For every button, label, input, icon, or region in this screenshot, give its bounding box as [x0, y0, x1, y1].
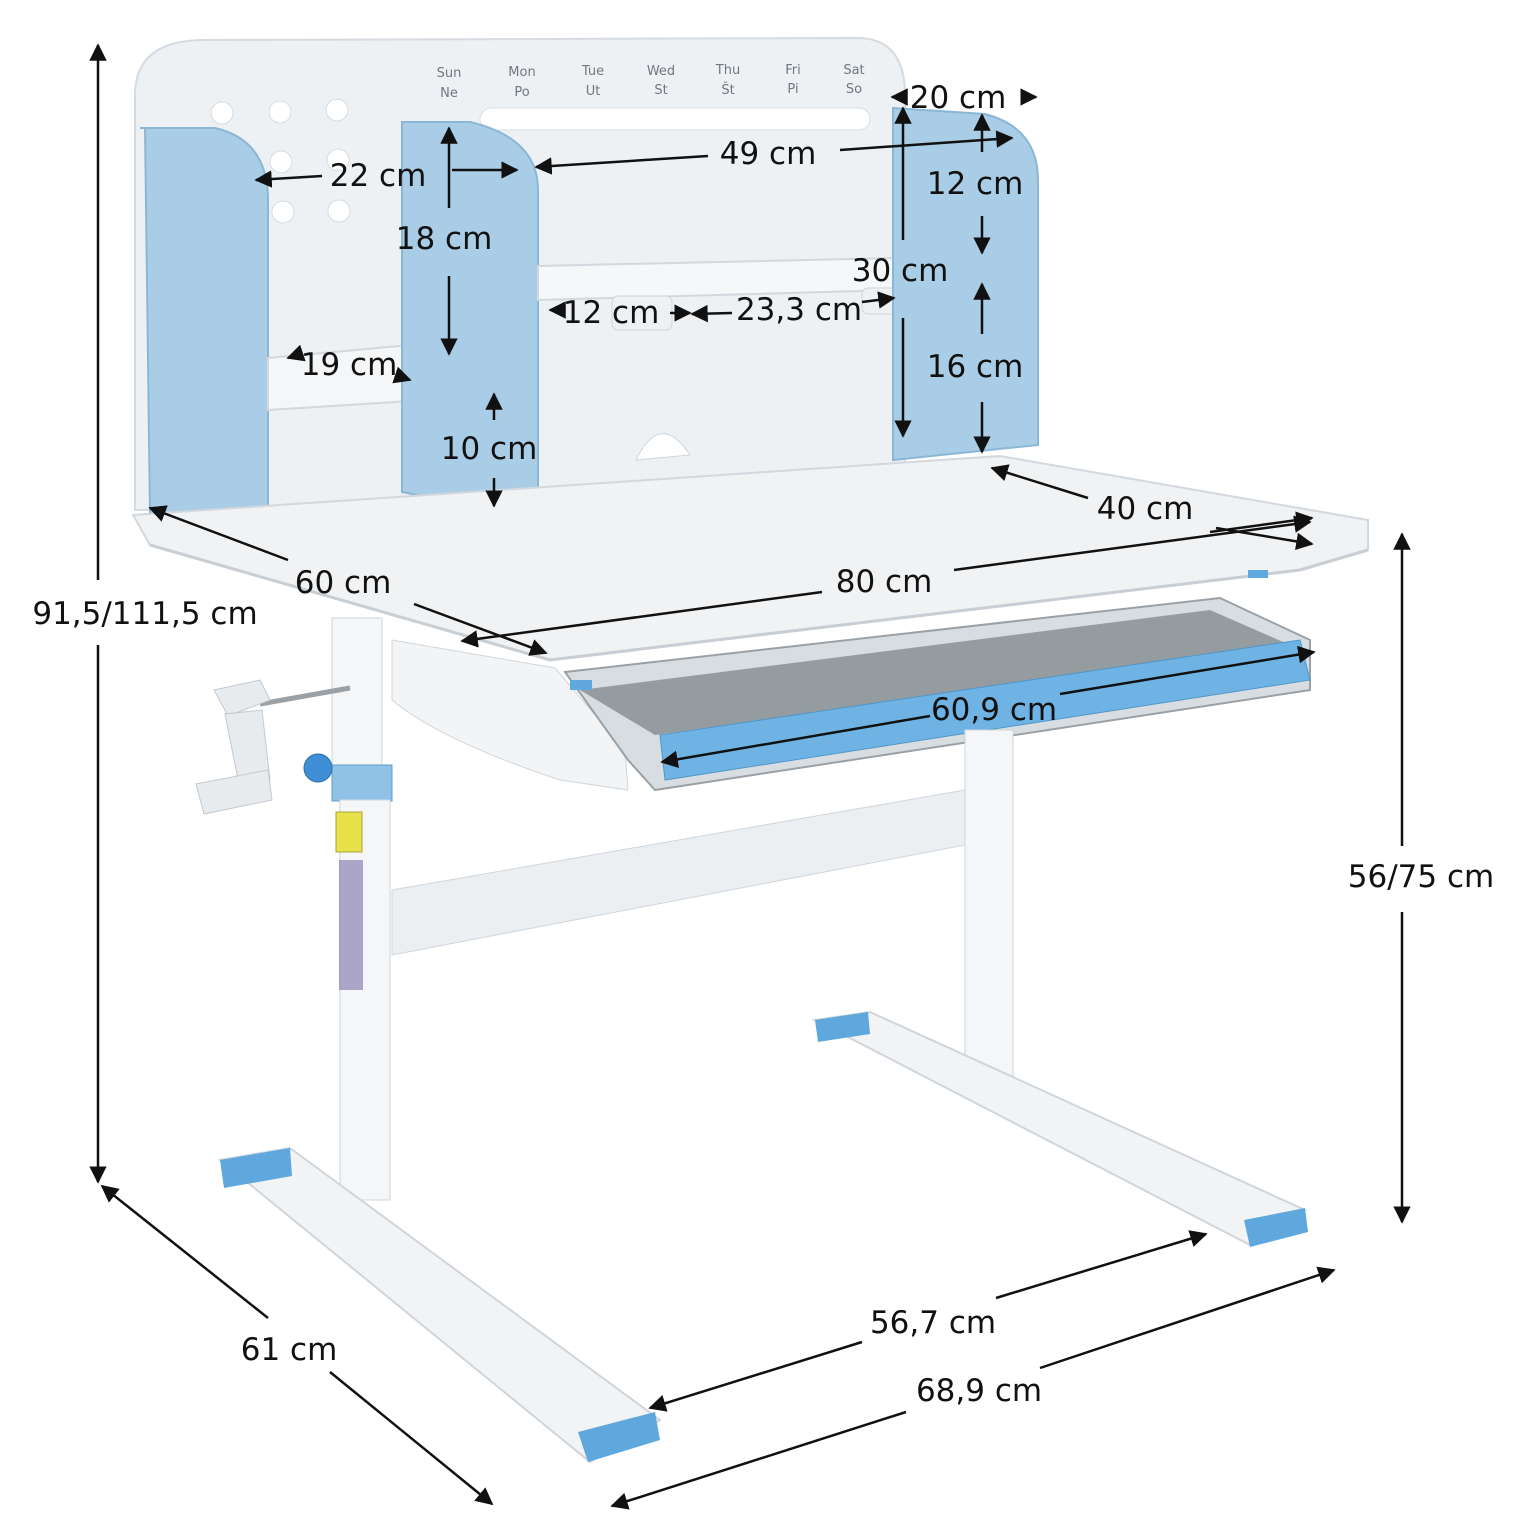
- label-desk-side-depth: 40 cm: [1097, 491, 1194, 527]
- adjustment-knob: [303, 753, 333, 783]
- arrow-60-right: [413, 602, 548, 656]
- label-middle-width: 23,3 cm: [736, 292, 862, 328]
- arrow-23-left: [690, 304, 733, 323]
- desk-edge-accent: [1248, 570, 1268, 578]
- pegboard-holes: [210, 98, 351, 224]
- arrow-40-left: [990, 464, 1089, 500]
- day-local-5: Pi: [787, 82, 798, 97]
- left-divider-panel: [401, 121, 539, 520]
- right-side-panel: [892, 106, 1039, 462]
- left-side-panel: [140, 127, 269, 522]
- dimension-labels: 91,5/111,5 cm 22 cm 18 cm 49 cm 20 cm 12…: [32, 80, 1494, 1409]
- label-left-lower-height: 10 cm: [441, 431, 538, 467]
- arrow-567-left: [648, 1340, 863, 1412]
- arrow-49-right: [839, 130, 1014, 152]
- day-local-2: Ut: [586, 84, 601, 99]
- label-left-compartment-height: 18 cm: [396, 221, 493, 257]
- warning-label: [335, 811, 363, 853]
- day-local-1: Po: [514, 85, 529, 100]
- label-desk-width: 80 cm: [836, 564, 933, 600]
- arrow-689-right: [1039, 1266, 1336, 1370]
- arrow-22-left: [254, 170, 323, 188]
- arrow-61-bottom: [329, 1371, 494, 1506]
- label-inner-leg-span: 56,7 cm: [870, 1305, 996, 1341]
- arrow-609-left: [660, 714, 931, 768]
- day-local-0: Ne: [440, 86, 458, 101]
- drawer-handle-left: [570, 680, 592, 690]
- drawer-tray: [580, 610, 1290, 735]
- right-foot-cap-front: [1244, 1208, 1308, 1247]
- left-foot-cap-front: [578, 1412, 660, 1462]
- crossbar: [391, 789, 966, 956]
- dimension-arrows: [89, 43, 1411, 1510]
- day-local-6: So: [846, 82, 862, 97]
- crank-handle: [195, 679, 351, 815]
- label-outer-leg-span: 68,9 cm: [916, 1373, 1042, 1409]
- left-leg-upper: [331, 617, 383, 779]
- day-en-5: Fri: [785, 63, 801, 78]
- day-en-0: Sun: [437, 66, 462, 81]
- arrow-23-right: [861, 291, 896, 309]
- day-en-1: Mon: [508, 65, 535, 80]
- label-middle-left-width: 12 cm: [563, 295, 660, 331]
- label-desk-height: 56/75 cm: [1348, 859, 1494, 895]
- left-foot-cap-back: [220, 1148, 292, 1188]
- day-local-4: Št: [721, 82, 734, 98]
- arrow-19-left: [286, 344, 306, 362]
- right-leg: [964, 729, 1014, 1091]
- label-right-shelf-width: 30 cm: [852, 253, 949, 289]
- day-en-2: Tue: [581, 64, 604, 79]
- label-right-lower-height: 16 cm: [927, 349, 1024, 385]
- desk-top-edge: [149, 543, 1369, 662]
- day-en-3: Wed: [647, 64, 675, 79]
- day-local-3: St: [654, 83, 667, 98]
- day-en-4: Thu: [715, 63, 740, 78]
- height-scale-sticker: [339, 860, 363, 990]
- arrow-61-top: [100, 1184, 269, 1319]
- cable-hole: [635, 433, 691, 461]
- arrow-80-right: [953, 515, 1312, 572]
- label-total-height: 91,5/111,5 cm: [32, 596, 257, 632]
- back-board-slot: [479, 107, 871, 131]
- arrow-689-left: [610, 1410, 907, 1510]
- under-desk-box: [391, 639, 629, 791]
- label-base-depth: 61 cm: [241, 1332, 338, 1368]
- day-en-6: Sat: [843, 63, 864, 78]
- label-right-panel-depth: 20 cm: [910, 80, 1007, 116]
- arrow-80-left: [460, 590, 823, 648]
- height-collar: [331, 764, 393, 802]
- arrow-40-right: [1215, 526, 1314, 551]
- label-hutch-inner-width: 49 cm: [720, 136, 817, 172]
- arrow-60-left: [148, 505, 289, 562]
- right-foot: [811, 1010, 1308, 1247]
- label-right-upper-height: 12 cm: [927, 166, 1024, 202]
- label-drawer-width: 60,9 cm: [931, 692, 1057, 728]
- label-hutch-side-width: 22 cm: [330, 158, 427, 194]
- weekday-calendar: Sun Ne Mon Po Tue Ut Wed St Thu Št Fri P…: [437, 63, 865, 101]
- arrow-567-right: [995, 1230, 1208, 1300]
- arrow-19-right: [392, 366, 412, 384]
- arrow-609-right: [1059, 645, 1316, 696]
- left-foot: [217, 1146, 662, 1464]
- arrow-49-left: [534, 154, 709, 175]
- label-left-shelf-depth: 19 cm: [301, 347, 398, 383]
- label-desk-depth: 60 cm: [295, 565, 392, 601]
- desk-illustration: [131, 36, 1369, 1464]
- right-foot-cap-back: [815, 1012, 870, 1042]
